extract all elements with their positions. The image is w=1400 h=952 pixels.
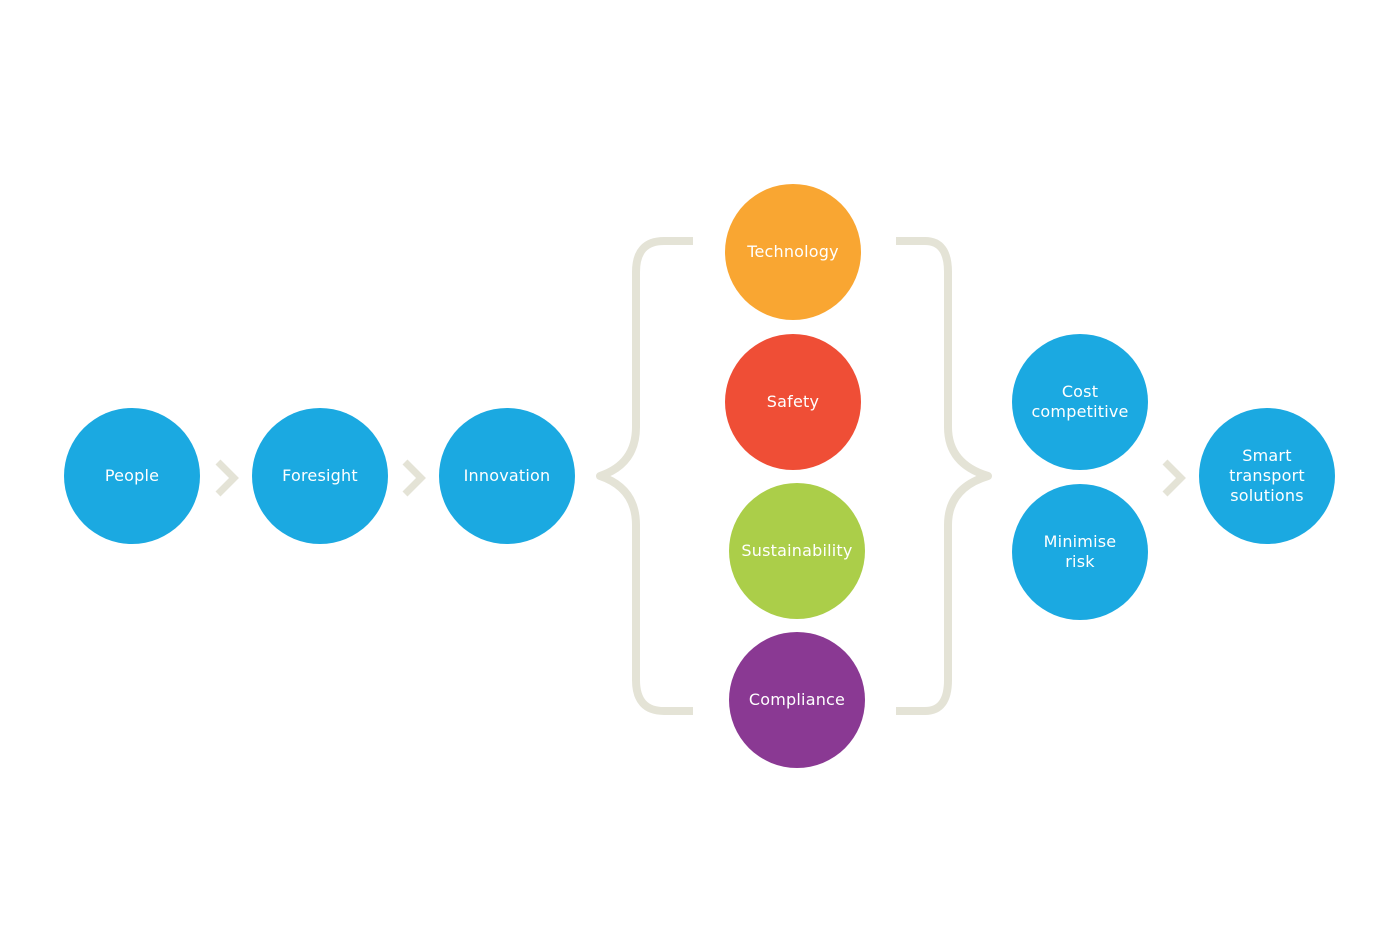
node-safety: Safety (725, 334, 861, 470)
chevron-right-icon (215, 459, 239, 497)
node-minimise-risk-label: Minimise risk (1043, 532, 1117, 571)
node-smart-transport-solutions: Smart transport solutions (1199, 408, 1335, 544)
node-cost-competitive: Cost competitive (1012, 334, 1148, 470)
node-innovation-label: Innovation (463, 466, 551, 485)
node-foresight-label: Foresight (282, 466, 358, 485)
node-sustainability: Sustainability (729, 483, 865, 619)
left-curly-brace-icon (596, 237, 693, 715)
node-technology: Technology (725, 184, 861, 320)
chevron-right-icon (402, 459, 426, 497)
node-compliance: Compliance (729, 632, 865, 768)
node-people-label: People (104, 466, 160, 485)
node-safety-label: Safety (766, 392, 820, 411)
node-minimise-risk: Minimise risk (1012, 484, 1148, 620)
right-curly-brace-icon (896, 237, 992, 715)
node-compliance-label: Compliance (748, 690, 846, 709)
node-people: People (64, 408, 200, 544)
node-foresight: Foresight (252, 408, 388, 544)
node-innovation: Innovation (439, 408, 575, 544)
node-cost-competitive-label: Cost competitive (1031, 382, 1129, 421)
chevron-right-icon (1162, 459, 1186, 497)
node-technology-label: Technology (747, 242, 839, 261)
node-smart-transport-solutions-label: Smart transport solutions (1229, 446, 1305, 505)
node-sustainability-label: Sustainability (741, 541, 853, 560)
